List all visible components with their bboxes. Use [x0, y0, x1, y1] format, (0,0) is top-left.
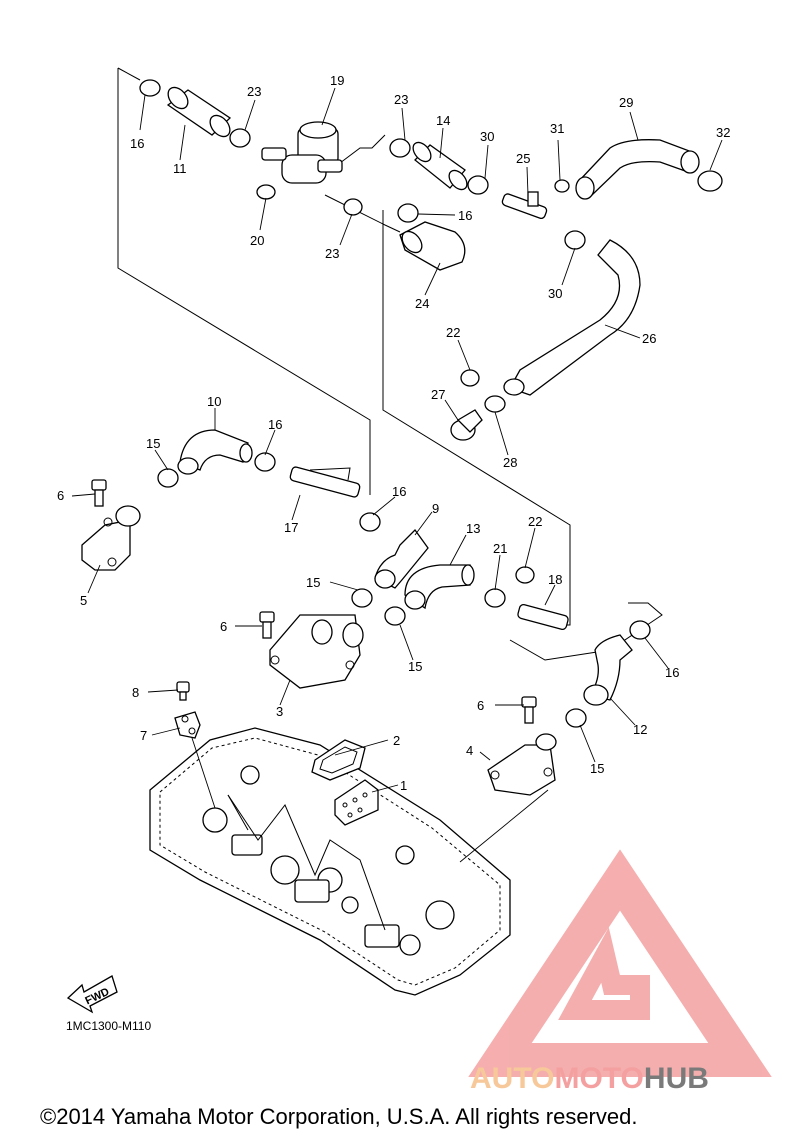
callout-10: 10: [207, 394, 221, 409]
gasket-20: [256, 184, 276, 200]
callout-30a: 30: [480, 129, 494, 144]
callout-25: 25: [516, 151, 530, 166]
callout-29: 29: [619, 95, 633, 110]
fwd-arrow-icon: FWD: [66, 975, 118, 1014]
air-cut-cover-5: [81, 505, 141, 571]
callout-6a: 6: [57, 488, 64, 503]
callout-24: 24: [415, 296, 429, 311]
hose-12: [583, 634, 633, 706]
watermark-logo: [468, 849, 772, 1077]
bolt-6-left: [91, 479, 107, 507]
callout-15b: 15: [306, 575, 320, 590]
bolt-6-right: [521, 696, 537, 724]
callout-2: 2: [393, 733, 400, 748]
watermark-word-hub: HUB: [644, 1062, 709, 1095]
callout-6b: 6: [220, 619, 227, 634]
hose-24: [399, 221, 466, 271]
callout-20: 20: [250, 233, 264, 248]
svg-text:AUTOMOTOHUB: AUTOMOTOHUB: [470, 1062, 709, 1095]
callout-1: 1: [400, 778, 407, 793]
hose-9: [374, 529, 429, 589]
callout-23c: 23: [394, 92, 408, 107]
joint-17: [289, 466, 361, 498]
air-cut-valve: [261, 121, 343, 184]
copyright-line: ©2014 Yamaha Motor Corporation, U.S.A. A…: [40, 1104, 637, 1129]
callout-30b: 30: [548, 286, 562, 301]
callout-16b: 16: [458, 208, 472, 223]
bolt-6-center: [259, 611, 275, 639]
callout-6c: 6: [477, 698, 484, 713]
callout-26: 26: [642, 331, 656, 346]
callout-19: 19: [330, 73, 344, 88]
callout-7: 7: [140, 728, 147, 743]
watermark-triangle: [468, 849, 772, 1077]
joint-25: [501, 191, 548, 220]
callout-11: 11: [173, 161, 187, 176]
cap-27: [450, 409, 483, 441]
air-cut-cover-4: [487, 733, 557, 796]
callout-16d: 16: [392, 484, 406, 499]
callout-18: 18: [548, 572, 562, 587]
callout-23b: 23: [325, 246, 339, 261]
watermark-inner-mark: [558, 927, 650, 1020]
callout-32: 32: [716, 125, 730, 140]
leader-lines: [71, 87, 723, 863]
callout-17: 17: [284, 520, 298, 535]
callout-16e: 16: [665, 665, 679, 680]
joint-18: [517, 604, 569, 630]
reed-valve-plate: [334, 779, 379, 826]
callout-4: 4: [466, 743, 473, 758]
callout-numbers: 1 2 3 4 5 6 6 6 7 8 9 10 11 12 13 14 15 …: [57, 73, 730, 793]
callout-5: 5: [80, 593, 87, 608]
callout-27: 27: [431, 387, 445, 402]
watermark-word-moto: MOTO: [554, 1062, 643, 1095]
bracket-plate: [174, 711, 201, 739]
callout-16c: 16: [268, 417, 282, 432]
hose-14: [412, 141, 468, 191]
callout-15c: 15: [408, 659, 422, 674]
hose-13: [404, 564, 475, 610]
hose-10: [177, 429, 253, 475]
callout-22b: 22: [528, 514, 542, 529]
cap-32: [697, 170, 723, 192]
callout-16a: 16: [130, 136, 144, 151]
callout-21: 21: [493, 541, 507, 556]
callout-31: 31: [550, 121, 564, 136]
callout-9: 9: [432, 501, 439, 516]
hose-11: [166, 86, 232, 138]
clamps: [139, 79, 651, 728]
fwd-label: FWD: [83, 986, 111, 1007]
callout-13: 13: [466, 521, 480, 536]
callout-14: 14: [436, 113, 450, 128]
callout-15d: 15: [590, 761, 604, 776]
air-cut-cover-3: [269, 614, 364, 689]
watermark-word-auto: AUTO: [470, 1062, 554, 1095]
reference-code: 1MC1300-M110: [66, 1019, 151, 1033]
hose-26: [503, 239, 641, 396]
callout-15a: 15: [146, 436, 160, 451]
callout-28: 28: [503, 455, 517, 470]
callout-23a: 23: [247, 84, 261, 99]
callout-3: 3: [276, 704, 283, 719]
bolt-8: [176, 681, 190, 701]
cylinder-head-cover: [149, 727, 511, 996]
hose-29: [575, 139, 700, 200]
callout-8: 8: [132, 685, 139, 700]
callout-22a: 22: [446, 325, 460, 340]
callout-12: 12: [633, 722, 647, 737]
